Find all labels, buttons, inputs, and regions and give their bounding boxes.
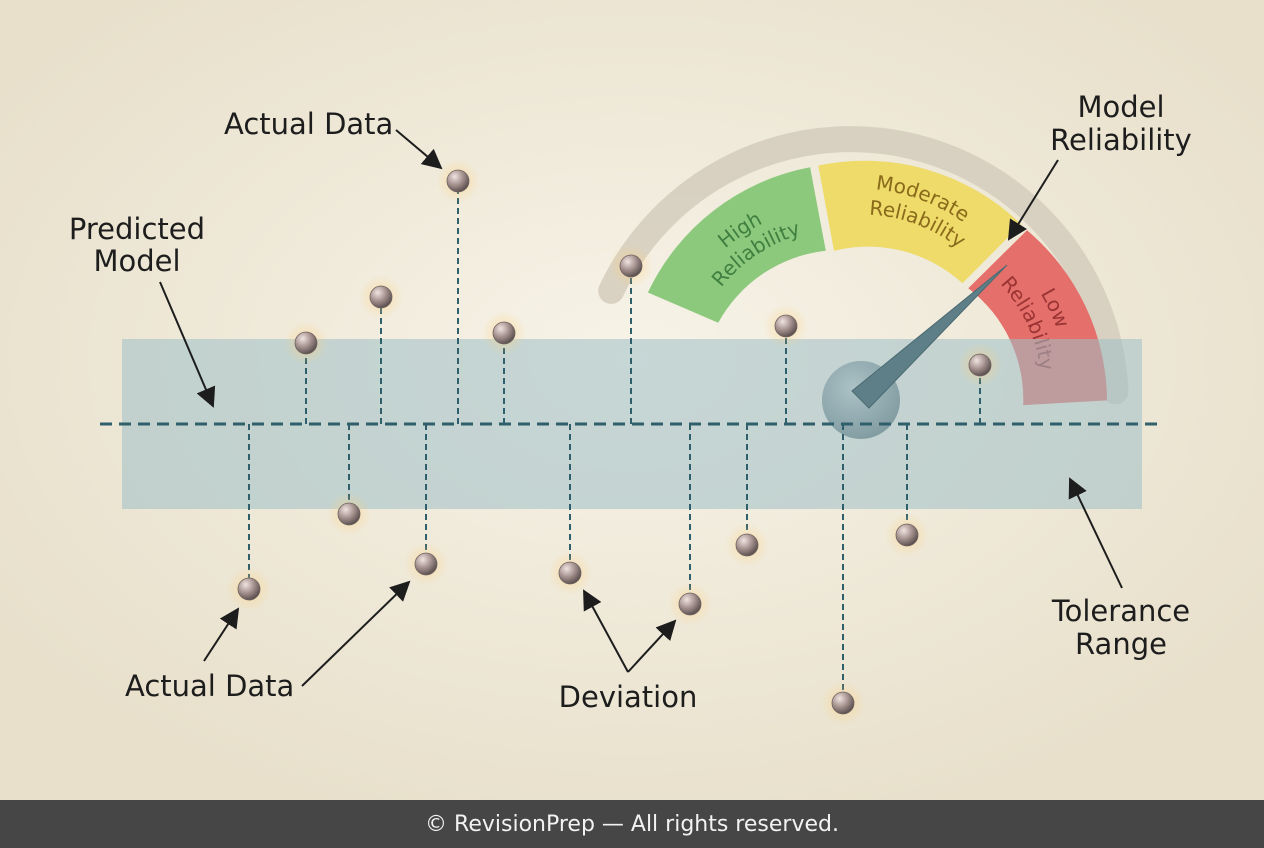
actual-data-point (414, 552, 438, 576)
actual-data-point (446, 169, 470, 193)
reliability-diagram: High Reliability Moderate Reliability Lo… (0, 0, 1264, 800)
actual-data-point (678, 592, 702, 616)
label-tolerance-range-1: Tolerance (1051, 594, 1190, 628)
actual-data-point (558, 561, 582, 585)
label-actual-data-top: Actual Data (224, 107, 393, 141)
label-predicted-model-2: Model (93, 244, 180, 278)
gauge-segment-moderate (818, 160, 1022, 284)
reliability-gauge: High Reliability Moderate Reliability Lo… (598, 126, 1129, 406)
arrow-deviation-2 (627, 619, 677, 673)
gauge-outer-ring (598, 126, 1129, 405)
arrow-deviation-1 (583, 589, 629, 673)
actual-data-point (619, 254, 643, 278)
arrow-actual-data-bottom-2 (301, 580, 411, 687)
arrow-model-reliability (1007, 159, 1059, 241)
label-tolerance-range-2: Range (1075, 627, 1167, 661)
actual-data-point (337, 502, 361, 526)
actual-data-point (294, 331, 318, 355)
footer-text: © RevisionPrep — All rights reserved. (425, 811, 839, 837)
label-model-reliability-2: Reliability (1050, 123, 1192, 157)
label-actual-data-bottom: Actual Data (125, 669, 294, 703)
actual-data-point (774, 314, 798, 338)
label-model-reliability-1: Model (1077, 90, 1164, 124)
label-predicted-model-1: Predicted (69, 212, 205, 246)
actual-data-point (492, 321, 516, 345)
gauge-needle (822, 264, 1008, 439)
arrow-actual-data-bottom-1 (203, 607, 240, 662)
actual-data-point (831, 691, 855, 715)
actual-data-point (237, 577, 261, 601)
actual-data-point (369, 285, 393, 309)
arrow-predicted-model (159, 281, 216, 408)
footer: © RevisionPrep — All rights reserved. (0, 800, 1264, 848)
data-points (227, 159, 1002, 725)
actual-data-point (735, 533, 759, 557)
label-deviation: Deviation (559, 680, 698, 714)
actual-data-point (968, 353, 992, 377)
arrow-actual-data-top (395, 129, 443, 170)
needle-pointer (851, 264, 1008, 409)
gauge-segment-high (647, 167, 826, 323)
arrow-tolerance-range (1068, 477, 1123, 589)
actual-data-point (895, 523, 919, 547)
